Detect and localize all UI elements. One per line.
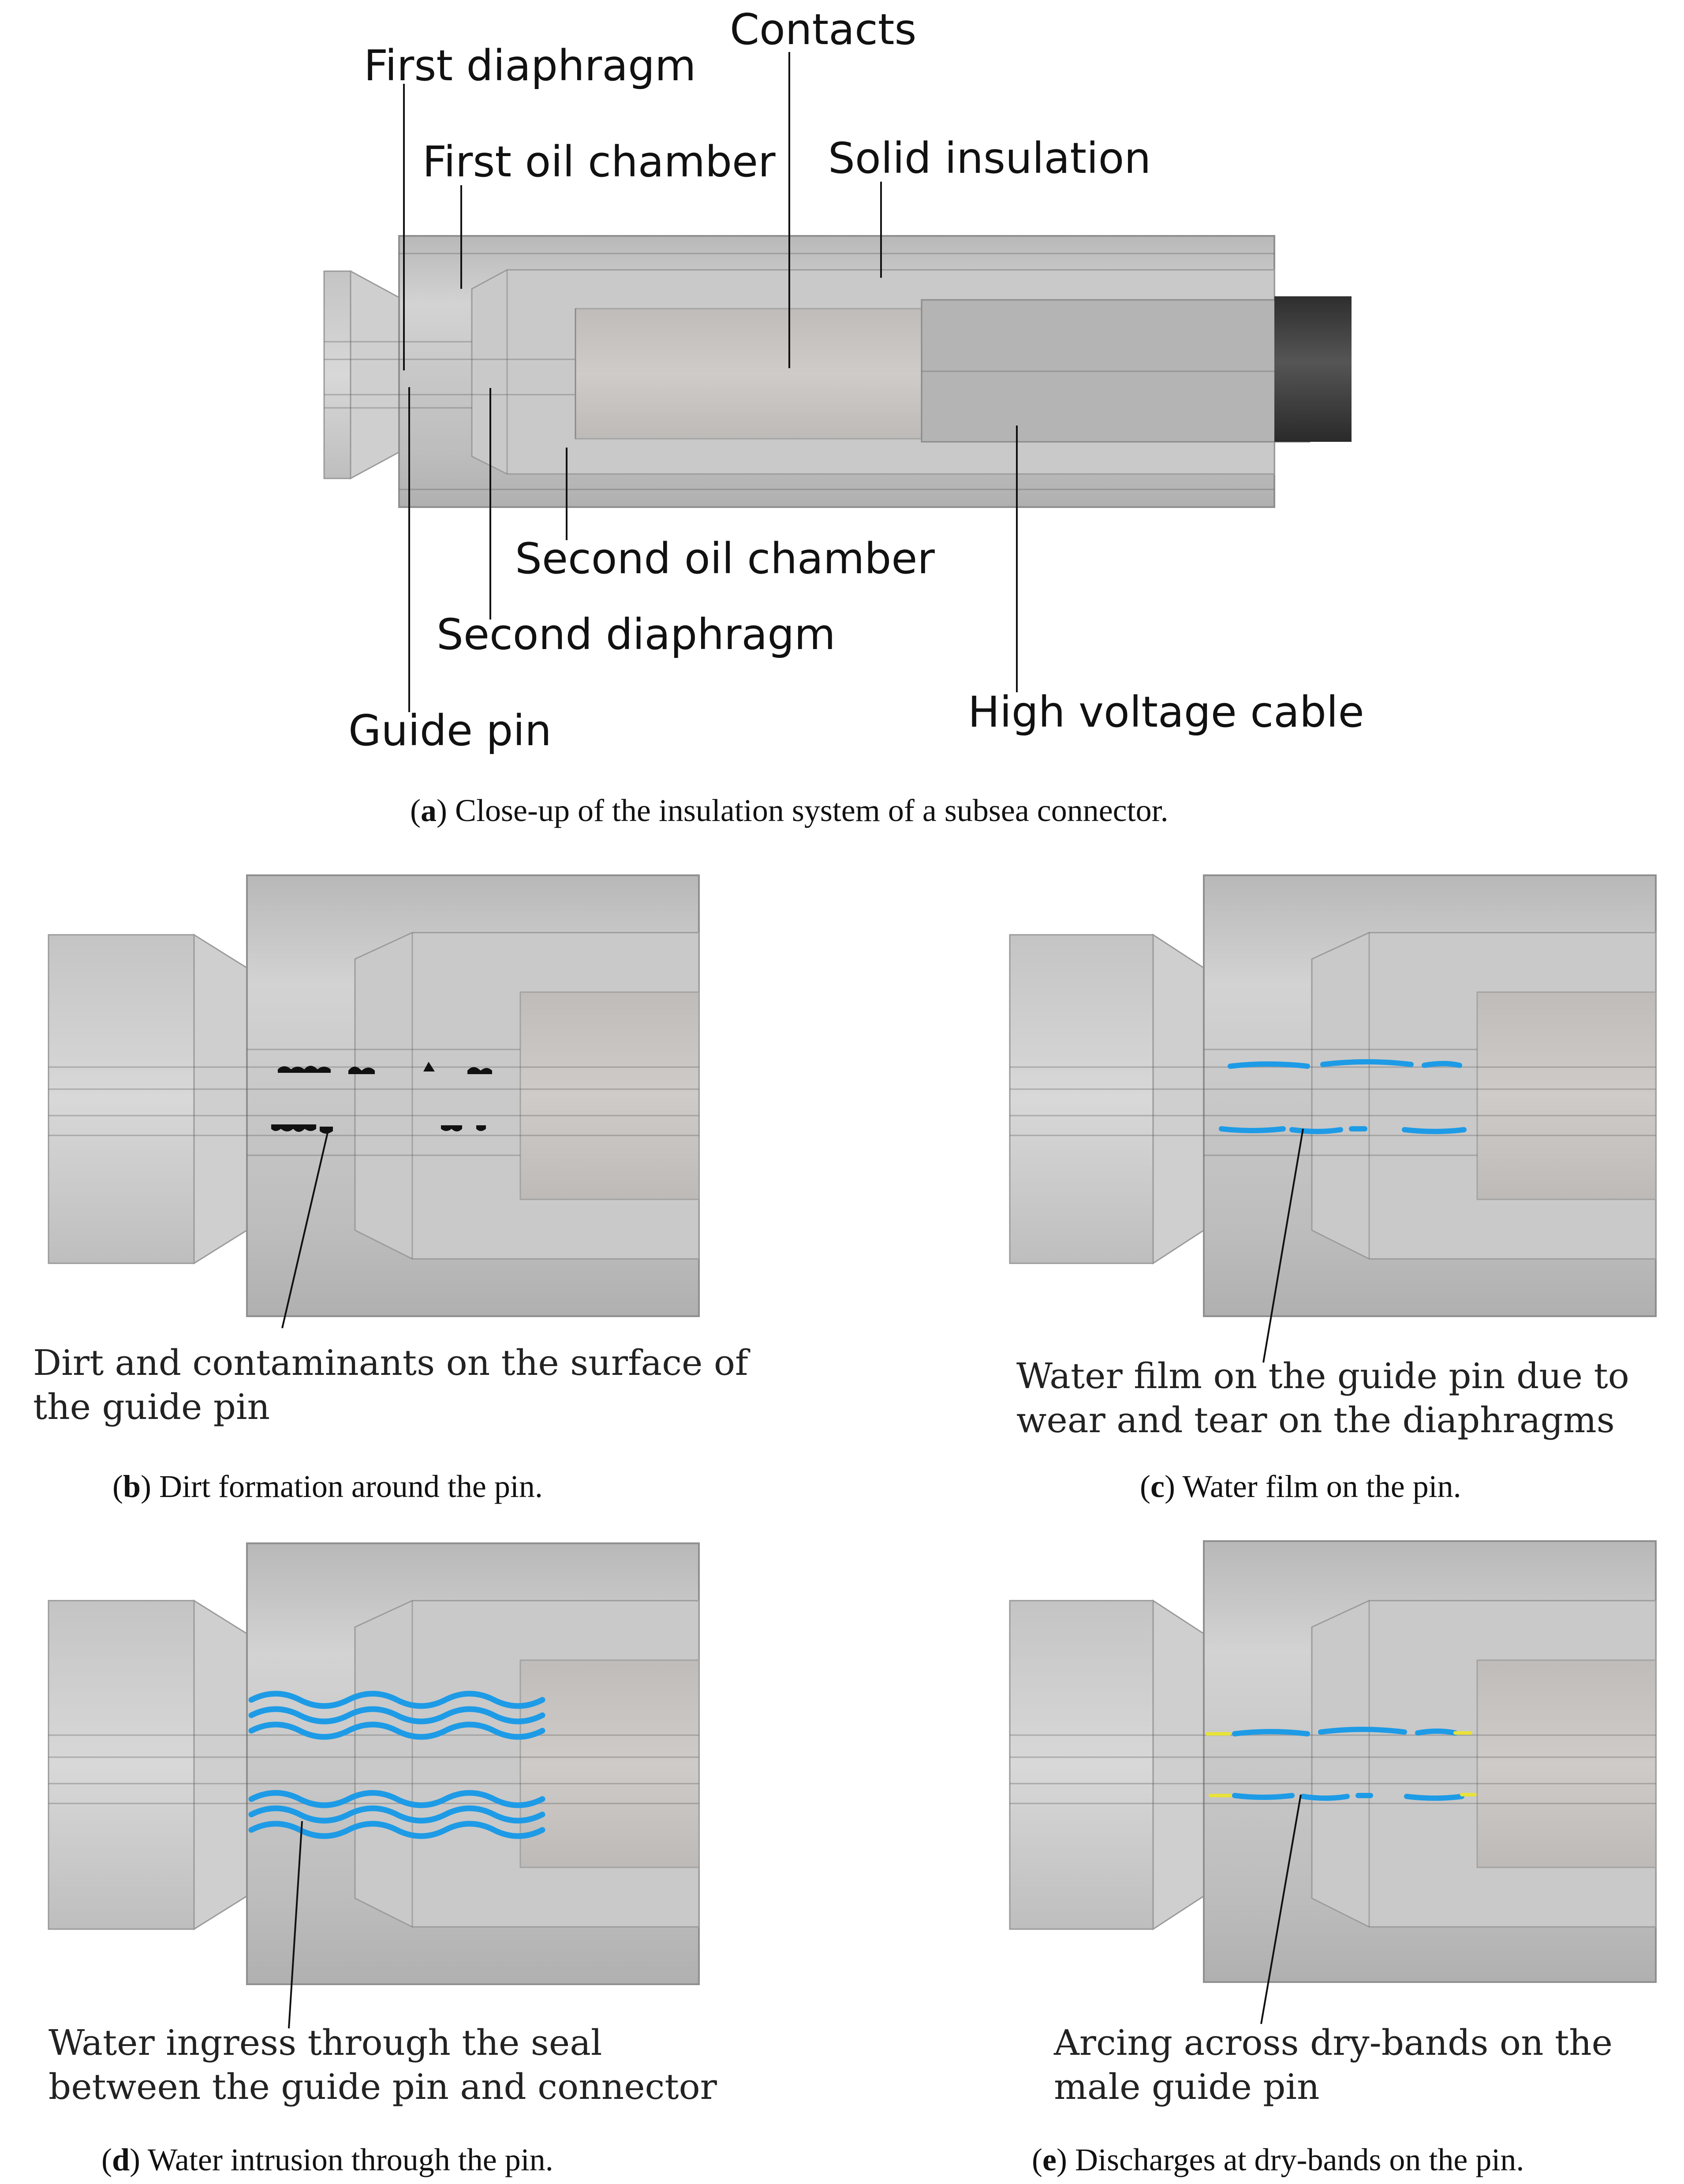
label-first-oil-chamber: First oil chamber	[422, 137, 776, 187]
annotation-e-line1: Arcing across dry-bands on the	[1053, 2022, 1613, 2063]
caption-a: (a) Close-up of the insulation system of…	[410, 793, 1169, 828]
connector-illustration-d	[48, 1542, 700, 1985]
water-waves-d	[248, 1691, 545, 1839]
water-film-e	[1232, 1727, 1464, 1801]
annotation-d-line2: between the guide pin and connector	[49, 2066, 717, 2107]
panel-c: Water film on the guide pin due to wear …	[1009, 874, 1657, 1504]
water-film-c	[1219, 1059, 1467, 1134]
annotation-b-line1: Dirt and contaminants on the surface of	[33, 1342, 751, 1383]
dirt-particles	[271, 1062, 492, 1134]
panel-d: Water ingress through the seal between t…	[48, 1542, 717, 2177]
label-contacts: Contacts	[730, 5, 917, 54]
label-second-diaphragm: Second diaphragm	[437, 610, 836, 659]
annotation-c-line1: Water film on the guide pin due to	[1016, 1355, 1629, 1396]
dry-band-arcs	[1206, 1731, 1477, 1797]
annotation-c-line2: wear and tear on the diaphragms	[1016, 1400, 1615, 1441]
connector-illustration-b	[48, 874, 700, 1317]
annotation-e-line2: male guide pin	[1054, 2066, 1320, 2107]
label-second-oil-chamber: Second oil chamber	[515, 534, 935, 583]
caption-b: (b) Dirt formation around the pin.	[112, 1469, 543, 1504]
leader-dirt	[281, 1128, 329, 1329]
leader-water-film	[1262, 1128, 1304, 1363]
annotation-d-line1: Water ingress through the seal	[49, 2022, 602, 2063]
leader-water-ingress	[288, 1821, 303, 2029]
label-guide-pin: Guide pin	[348, 706, 552, 755]
caption-d: (d) Water intrusion through the pin.	[101, 2142, 553, 2177]
leader-arcing	[1260, 1794, 1302, 2024]
connector-illustration-c	[1009, 874, 1657, 1317]
caption-e: (e) Discharges at dry-bands on the pin.	[1032, 2142, 1524, 2177]
panel-b: Dirt and contaminants on the surface of …	[33, 874, 751, 1504]
annotation-b-line2: the guide pin	[33, 1386, 270, 1427]
connector-illustration-a	[323, 235, 1352, 508]
label-first-diaphragm: First diaphragm	[364, 41, 696, 90]
label-solid-insulation: Solid insulation	[828, 134, 1151, 183]
connector-illustration-e	[1009, 1540, 1657, 1983]
label-high-voltage-cable: High voltage cable	[968, 687, 1364, 737]
caption-c: (c) Water film on the pin.	[1140, 1469, 1461, 1504]
panel-a: Contacts First diaphragm First oil chamb…	[323, 5, 1364, 828]
panel-e: Arcing across dry-bands on the male guid…	[1009, 1540, 1657, 2177]
